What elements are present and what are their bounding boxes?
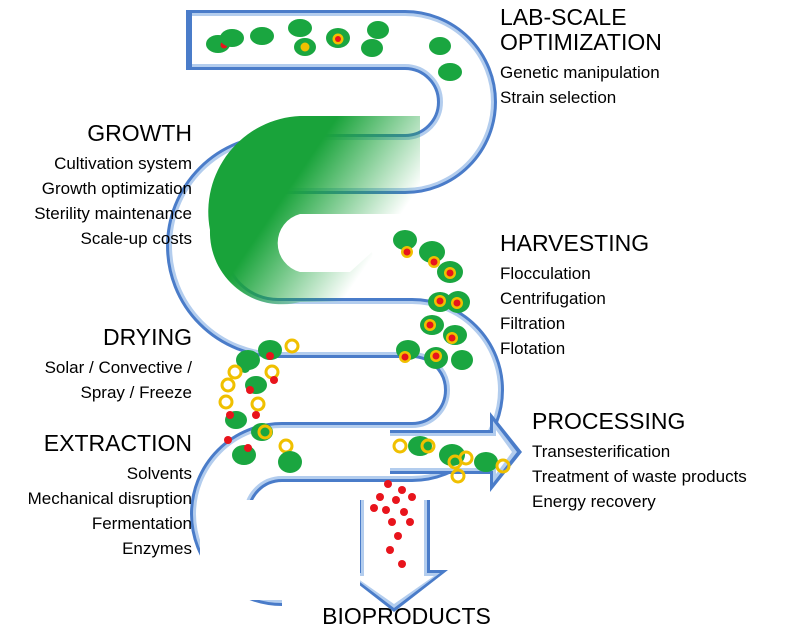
extraction-items: Solvents Mechanical disruption Fermentat… — [28, 461, 192, 561]
process-pipe — [166, 10, 504, 606]
harvesting-label: HARVESTING Flocculation Centrifugation F… — [500, 232, 649, 361]
processing-label: PROCESSING Transesterification Treatment… — [532, 410, 747, 514]
harvesting-item: Centrifugation — [500, 289, 606, 308]
growth-item: Cultivation system — [54, 154, 192, 173]
processing-item: Energy recovery — [532, 492, 656, 511]
drying-item: Solar / Convective / — [44, 358, 192, 377]
lab-scale-items: Genetic manipulation Strain selection — [500, 60, 662, 110]
extraction-item: Enzymes — [122, 539, 192, 558]
drying-item: Spray / Freeze — [80, 383, 193, 402]
growth-items: Cultivation system Growth optimization S… — [34, 151, 192, 251]
harvesting-item: Flotation — [500, 339, 566, 358]
extraction-item: Solvents — [126, 464, 192, 483]
drying-title: DRYING — [102, 324, 192, 350]
lab-scale-cells — [206, 19, 462, 81]
growth-item: Sterility maintenance — [34, 204, 192, 223]
pipe-start-cap — [186, 10, 192, 70]
processing-title: PROCESSING — [532, 408, 686, 434]
lab-scale-title-line2: OPTIMIZATION — [500, 29, 662, 55]
drying-label: DRYING Solar / Convective / Spray / Free… — [45, 326, 192, 405]
growth-title: GROWTH — [87, 120, 192, 146]
processing-items: Transesterification Treatment of waste p… — [532, 439, 747, 514]
growth-culture-fill — [208, 116, 420, 305]
growth-item: Growth optimization — [41, 179, 192, 198]
bioproducts-title: BIOPRODUCTS — [322, 603, 491, 629]
bioproducts-arrow — [340, 500, 448, 612]
harvesting-cells — [393, 230, 473, 370]
extraction-label: EXTRACTION Solvents Mechanical disruptio… — [28, 432, 192, 561]
drying-items: Solar / Convective / Spray / Freeze — [45, 355, 192, 405]
lab-scale-label: LAB-SCALE OPTIMIZATION Genetic manipulat… — [500, 6, 662, 110]
extraction-item: Mechanical disruption — [27, 489, 192, 508]
harvesting-item: Filtration — [500, 314, 566, 333]
bioproduct-droplets — [370, 480, 416, 568]
lab-scale-title-line1: LAB-SCALE — [500, 4, 627, 30]
harvesting-title: HARVESTING — [500, 230, 650, 256]
growth-label: GROWTH Cultivation system Growth optimiz… — [34, 122, 192, 251]
processing-item: Transesterification — [532, 442, 671, 461]
lab-scale-item: Strain selection — [500, 88, 617, 107]
extraction-item: Fermentation — [91, 514, 192, 533]
processing-item: Treatment of waste products — [532, 467, 747, 486]
extraction-title: EXTRACTION — [43, 430, 192, 456]
bioproducts-label: BIOPRODUCTS — [314, 605, 499, 628]
harvesting-item: Flocculation — [500, 264, 591, 283]
drying-extraction-cells — [218, 338, 302, 473]
processing-cells — [392, 436, 511, 484]
harvesting-items: Flocculation Centrifugation Filtration F… — [500, 261, 649, 361]
growth-item: Scale-up costs — [80, 229, 193, 248]
lab-scale-item: Genetic manipulation — [500, 63, 660, 82]
